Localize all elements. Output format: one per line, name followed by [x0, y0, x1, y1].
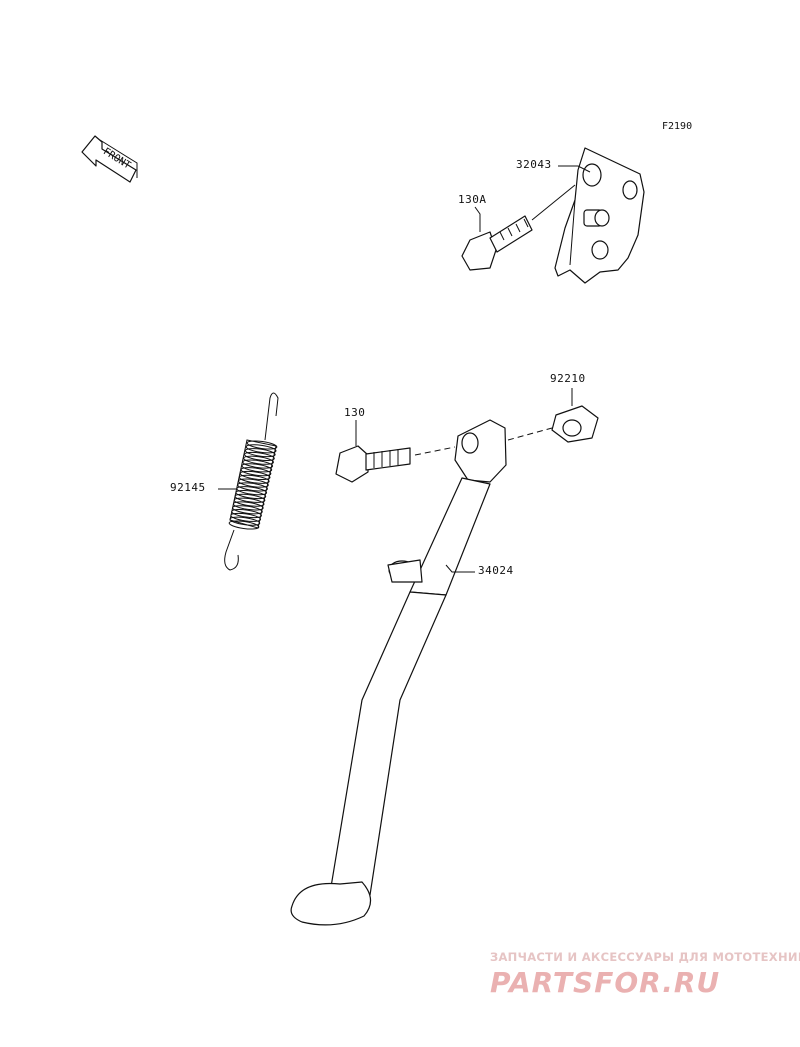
- callout-32043: 32043: [516, 158, 552, 171]
- callout-92145: 92145: [170, 481, 206, 494]
- front-arrow-icon: FRONT: [81, 135, 138, 183]
- watermark-brand: PARTSFOR.RU: [490, 966, 721, 999]
- spring-coil: [244, 451, 275, 461]
- callout-130: 130: [344, 406, 366, 419]
- leader-lines: [218, 165, 591, 573]
- callout-92210: 92210: [550, 372, 586, 385]
- spring-coil: [244, 448, 276, 458]
- spring-coil: [245, 444, 277, 454]
- spring-part: [224, 392, 279, 571]
- nut-part: [507, 405, 599, 443]
- spring-coil: [243, 455, 274, 465]
- bracket-part: [554, 147, 645, 284]
- figure-code: F2190: [662, 121, 693, 132]
- bolt-130a-part: [461, 184, 576, 271]
- bolt-130-part: [335, 445, 456, 483]
- watermark-subtitle: ЗАПЧАСТИ И АКСЕССУАРЫ ДЛЯ МОТОТЕХНИКИ: [490, 950, 800, 964]
- callout-130a: 130A: [458, 193, 487, 206]
- spring-coil: [246, 440, 278, 450]
- side-stand-part: [290, 419, 507, 926]
- spring-coil: [228, 520, 260, 530]
- callout-34024: 34024: [478, 564, 514, 577]
- spring-coil: [242, 459, 274, 469]
